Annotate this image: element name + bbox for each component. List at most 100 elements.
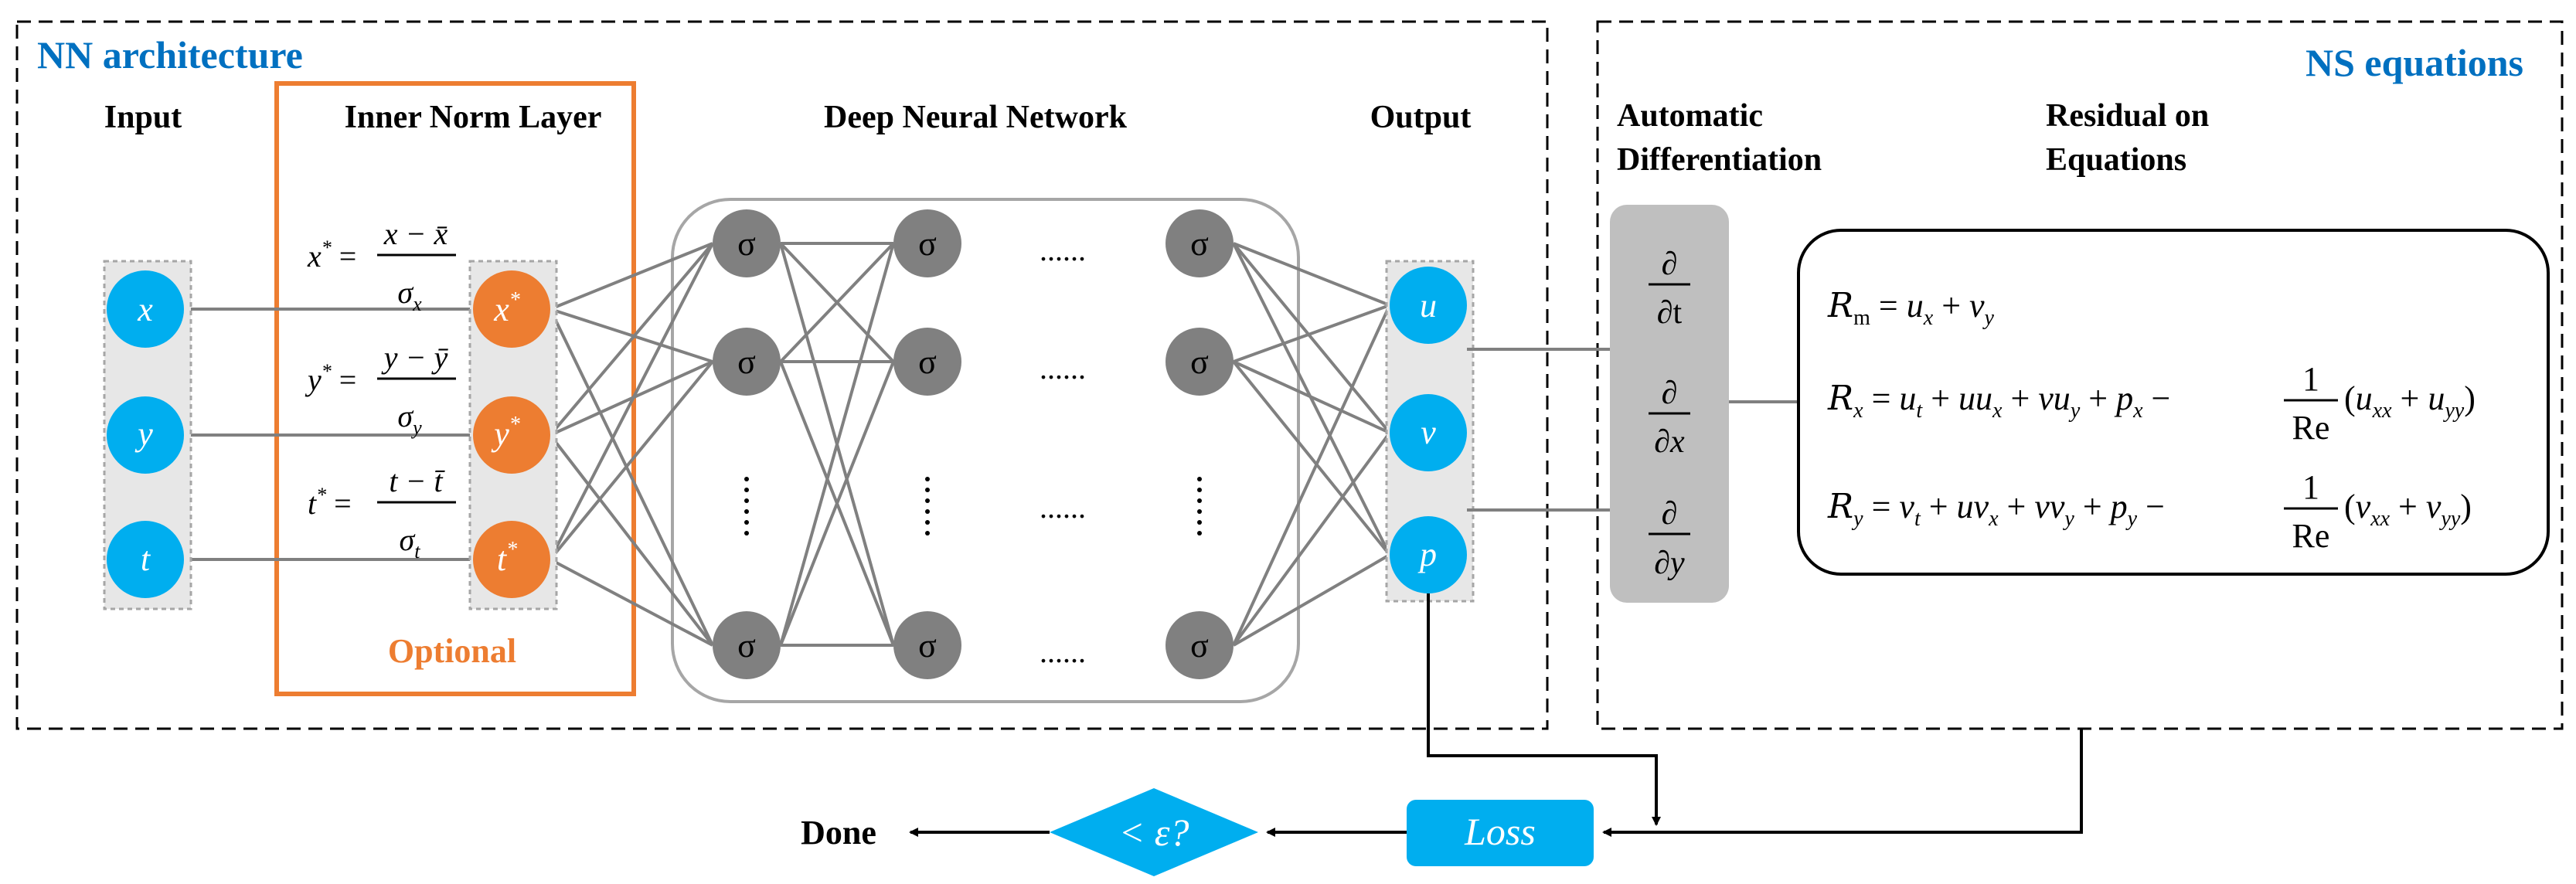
svg-text:σ: σ (737, 627, 756, 665)
vertical-ellipsis-dot (1197, 509, 1202, 514)
vertical-ellipsis-dot (744, 498, 749, 503)
vertical-ellipsis-dot (1197, 520, 1202, 525)
connection-line (1232, 360, 1391, 556)
connection-line (1232, 304, 1391, 646)
residual-to-loss-arrow (1602, 729, 2083, 837)
decision-label: < ε? (1119, 811, 1189, 854)
derivative-dx: ∂ ∂x (1649, 376, 1690, 460)
svg-text:x*: x* (493, 288, 520, 328)
svg-text:∂: ∂ (1662, 496, 1678, 532)
svg-text:1: 1 (2302, 360, 2319, 398)
derivative-dy: ∂ ∂y (1649, 496, 1690, 581)
svg-text:σt: σt (400, 522, 421, 563)
done-label: Done (801, 814, 876, 852)
connection-line (779, 361, 895, 646)
output-p-to-loss-arrow (1427, 593, 1661, 826)
svg-text:∂t: ∂t (1657, 295, 1683, 331)
svg-text:t*: t* (497, 538, 517, 578)
svg-text:(uxx + uyy): (uxx + uyy) (2344, 379, 2476, 423)
svg-text:t* =: t* = (308, 484, 352, 521)
vertical-ellipses (744, 477, 1202, 536)
svg-text:......: ...... (1040, 351, 1086, 386)
dnn-header: Deep Neural Network (824, 100, 1128, 135)
input-node-x: x (107, 270, 184, 348)
sigma-node: σ (713, 328, 781, 396)
connection-line (549, 242, 714, 437)
connection-line (1232, 553, 1391, 647)
input-node-y: y (107, 396, 184, 474)
connection-line (549, 434, 714, 647)
connection-line (550, 308, 713, 363)
svg-text:u: u (1420, 287, 1437, 325)
residual-header-line1: Residual on (2046, 98, 2209, 134)
ad-header-line1: Automatic (1617, 98, 1763, 134)
vertical-ellipsis-dot (744, 488, 749, 492)
vertical-ellipsis-dot (925, 520, 930, 525)
loss-label: Loss (1464, 810, 1536, 853)
svg-text:v: v (1421, 413, 1436, 451)
output-node-u: u (1390, 267, 1467, 344)
connection-line (549, 243, 714, 560)
svg-text:Re: Re (2292, 409, 2330, 447)
connection-line (550, 558, 713, 647)
dnn-box (671, 198, 1300, 703)
vertical-ellipsis-dot (925, 488, 930, 492)
horizontal-ellipses: ...... ...... ...... ...... (1040, 233, 1086, 669)
residual-equation-m: Rm = ux + vy (1827, 286, 1995, 330)
svg-text:σx: σx (397, 275, 422, 315)
svg-text:σ: σ (918, 225, 937, 263)
norm-node-x: x* (473, 270, 550, 348)
connection-line (549, 308, 714, 646)
connection-line (549, 360, 714, 561)
output-node-v: v (1390, 394, 1467, 471)
connection-line (550, 242, 713, 311)
svg-text:y*: y* (491, 413, 520, 453)
sigma-node: σ (893, 209, 961, 277)
vertical-ellipsis-dot (1197, 498, 1202, 503)
hidden-layer-2: σ σ σ (893, 209, 961, 679)
svg-text:σ: σ (1190, 343, 1209, 381)
svg-text:σ: σ (1190, 627, 1209, 665)
derivative-dt: ∂ ∂t (1649, 246, 1690, 331)
svg-text:σ: σ (918, 627, 937, 665)
loss-box: Loss (1407, 800, 1594, 866)
residual-equation-y: Ry = vt + uvx + vvy + py − 1 Re (vxx + v… (1827, 468, 2472, 555)
norm-node-y: y* (473, 396, 550, 474)
sigma-node: σ (1165, 611, 1234, 679)
svg-text:σ: σ (918, 343, 937, 381)
output-node-p: p (1390, 516, 1467, 593)
connection-lines (184, 242, 1391, 647)
svg-text:Ry = vt + uvx + vvy + py −: Ry = vt + uvx + vvy + py − (1827, 487, 2165, 531)
ns-equations-title: NS equations (2305, 41, 2523, 84)
svg-text:Re: Re (2292, 517, 2330, 555)
svg-text:......: ...... (1040, 233, 1086, 267)
input-header: Input (104, 100, 182, 135)
svg-text:Rx = ut + uux + vuy + px −: Rx = ut + uux + vuy + px − (1827, 379, 2170, 423)
connection-line (1232, 431, 1391, 647)
connection-line (779, 243, 895, 646)
norm-num-y: y − ȳ (381, 340, 449, 375)
norm-formula-t: t* = t − t̄ σt (308, 464, 456, 563)
vertical-ellipsis-dot (1197, 488, 1202, 492)
svg-text:∂: ∂ (1662, 246, 1678, 282)
hidden-layer-1: σ σ σ (713, 209, 781, 679)
svg-text:σ: σ (737, 225, 756, 263)
connection-line (1233, 360, 1390, 434)
svg-text:......: ...... (1040, 634, 1086, 669)
vertical-ellipsis-dot (744, 477, 749, 481)
connection-line (1233, 304, 1390, 363)
inner-norm-layer-box (274, 81, 636, 696)
vertical-ellipsis-dot (744, 520, 749, 525)
vertical-ellipsis-dot (925, 498, 930, 503)
svg-text:σ: σ (1190, 225, 1209, 263)
convergence-decision: < ε? (1050, 788, 1258, 876)
svg-text:x* =: x* = (307, 236, 356, 274)
connection-line (1232, 242, 1391, 434)
residual-box (1797, 229, 2550, 576)
output-header: Output (1370, 100, 1472, 135)
ad-box (1610, 205, 1729, 603)
sigma-node: σ (893, 328, 961, 396)
svg-text:σ: σ (737, 343, 756, 381)
residual-equation-x: Rx = ut + uux + vuy + px − 1 Re (uxx + u… (1827, 360, 2476, 447)
